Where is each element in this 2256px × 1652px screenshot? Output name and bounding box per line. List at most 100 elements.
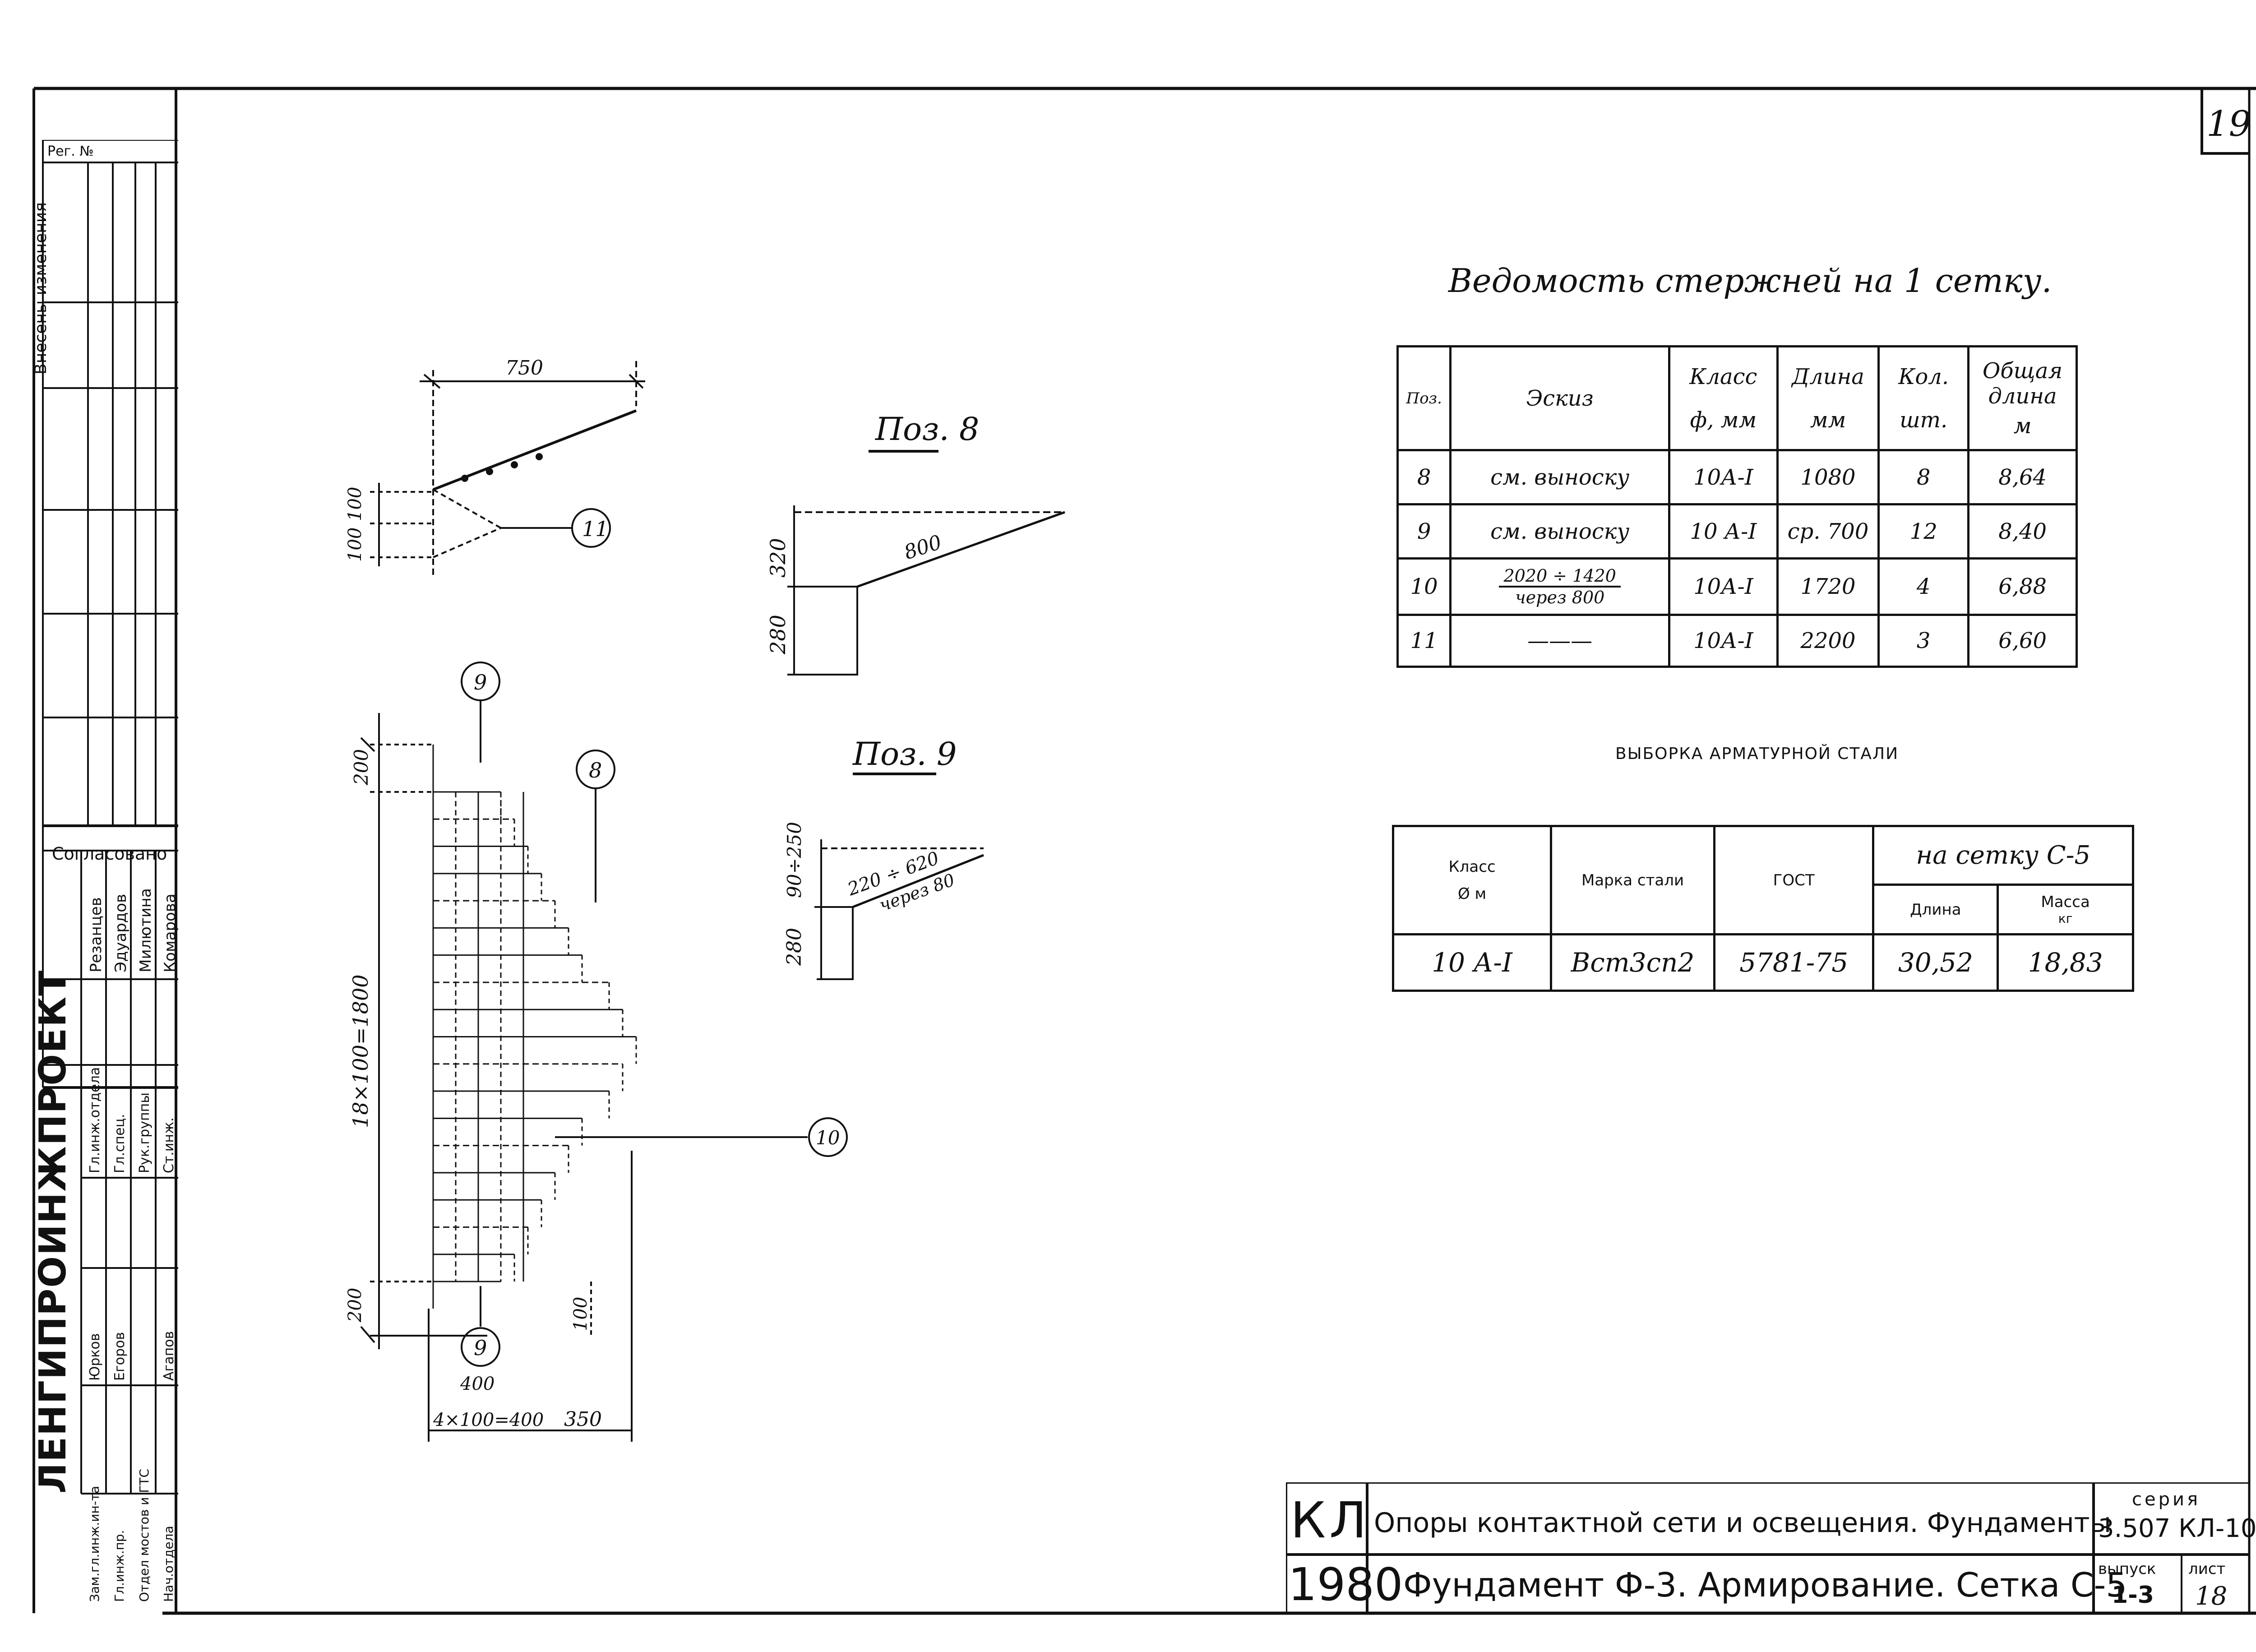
agreed-label: Согласовано: [52, 844, 167, 864]
callout-11-label: 11: [582, 517, 609, 541]
bars-schedule-table: Поз. Эскиз Класс ф, мм Длина мм Кол. шт.…: [1396, 345, 2078, 668]
ved-cell: ср. 700: [1776, 503, 1880, 560]
vyb-h-class: Класс Ø м: [1392, 825, 1553, 935]
mesh-dim-100: 100: [570, 1297, 591, 1331]
ved-h-total-3: м: [2013, 413, 2032, 439]
vyb-h-class-1: Класс: [1448, 857, 1496, 876]
stamp-list-label: лист: [2188, 1560, 2226, 1578]
stamp-year: 1980: [1288, 1558, 1403, 1611]
stamp-seria-label: серия: [2132, 1489, 2201, 1510]
reg-number-label: Рег. №: [47, 143, 94, 159]
stamp-grid: [1286, 1482, 2249, 1613]
ved-h-len-1: Длина: [1792, 364, 1864, 389]
ved-h-class-2: ф, мм: [1690, 407, 1757, 433]
ved-title: Ведомость стержней на 1 сетку.: [1448, 262, 2052, 300]
ved-h-total-1: Общая: [1983, 358, 2063, 384]
ved-h-total-2: длина: [1988, 383, 2057, 409]
vyb-h-len: Длина: [1872, 884, 1999, 935]
ved-cell: 9: [1396, 503, 1452, 560]
mesh-dim-350: 350: [564, 1408, 602, 1431]
callout-9-top-circle: [461, 662, 500, 701]
callout-10-label: 10: [816, 1127, 840, 1149]
sheet-number: 19: [2206, 104, 2251, 144]
vyb-h-gost: ГОСТ: [1713, 825, 1875, 935]
ved-h-len: Длина мм: [1776, 345, 1880, 451]
approval-sidebar: Рег. № Внесены изменения Согласовано Рез…: [32, 139, 179, 1613]
ved-cell: 6,88: [1967, 557, 2078, 616]
mesh-dim-200-top: 200: [350, 749, 372, 786]
ved-h-class-1: Класс: [1689, 364, 1757, 389]
ved-cell: 1720: [1776, 557, 1880, 616]
stamp-code: КЛ: [1290, 1491, 1370, 1549]
callout-8-label: 8: [589, 758, 602, 782]
poz8-dim-280: 280: [766, 615, 790, 655]
table-row: 11 ——— 10А-I 2200 3 6,60: [1396, 614, 2078, 668]
poz8-dim-800: 800: [901, 531, 945, 564]
vyb-cell: 30,52: [1872, 933, 1999, 992]
ved-cell: 6,60: [1967, 614, 2078, 668]
callout-10-circle: [808, 1117, 848, 1157]
table-row: 10 2020 ÷ 1420 через 800 10А-I 1720 4 6,…: [1396, 557, 2078, 616]
ved-h-kol: Кол. шт.: [1877, 345, 1970, 451]
mesh-dim-main: 18×100=1800: [348, 975, 373, 1129]
vyb-cell: 5781-75: [1713, 933, 1875, 992]
sidebar-grid: [42, 139, 178, 1495]
vyb-h-mass-1: Масса: [2041, 893, 2090, 911]
mesh-dim-400: 400: [460, 1374, 495, 1394]
ved-cell: 10: [1396, 557, 1452, 616]
ved-cell: см. выноску: [1449, 449, 1670, 505]
fraction-num: 2020 ÷ 1420: [1499, 566, 1621, 588]
ved-h-len-2: мм: [1810, 407, 1846, 433]
stamp-vypusk-label: выпуск: [2098, 1560, 2156, 1578]
stamp-line2: Фундамент Ф-3. Армирование. Сетка С-5: [1403, 1566, 2127, 1605]
poz9-title: Поз. 9: [852, 736, 957, 773]
ved-cell: 12: [1877, 503, 1970, 560]
mesh-dim-bottom: 4×100=400: [433, 1410, 544, 1430]
poz9-dim-280: 280: [783, 928, 806, 966]
ved-h-total: Общая длина м: [1967, 345, 2078, 451]
ved-cell: 8: [1396, 449, 1452, 505]
ved-cell: 8,64: [1967, 449, 2078, 505]
ved-cell: 8: [1877, 449, 1970, 505]
ved-cell: 1080: [1776, 449, 1880, 505]
ved-cell: 3: [1877, 614, 1970, 668]
dim-100-a: 100: [345, 487, 365, 521]
ved-cell: 11: [1396, 614, 1452, 668]
ved-h-eskiz: Эскиз: [1449, 345, 1670, 451]
ved-h-kol-1: Кол.: [1898, 364, 1949, 389]
ved-cell: 10А-I: [1668, 449, 1779, 505]
dim-750: 750: [505, 356, 543, 379]
poz8-title: Поз. 8: [874, 411, 979, 448]
callout-9-bottom-circle: [461, 1327, 500, 1367]
stamp-vypusk-value: 1-3: [2112, 1582, 2154, 1609]
vyb-h-class-2: Ø м: [1457, 884, 1487, 903]
poz8-dim-320: 320: [766, 538, 790, 578]
ved-cell: 4: [1877, 557, 1970, 616]
ved-cell: 8,40: [1967, 503, 2078, 560]
table-row: 8 см. выноску 10А-I 1080 8 8,64: [1396, 449, 2078, 505]
poz9-dim-90-250: 90÷250: [783, 822, 805, 898]
callout-8-circle: [576, 750, 615, 789]
mesh-dim-200-bottom: 200: [345, 1288, 365, 1323]
title-stamp: КЛ 1980 Опоры контактной сети и освещени…: [1286, 1482, 2256, 1613]
dim-100-b: 100: [345, 528, 365, 562]
vyb-title: ВЫБОРКА АРМАТУРНОЙ СТАЛИ: [1615, 745, 1899, 763]
ved-cell-fraction: 2020 ÷ 1420 через 800: [1449, 557, 1670, 616]
callout-9-top-label: 9: [474, 670, 487, 694]
vyb-h-mass-2: кг: [2058, 911, 2073, 926]
ved-h-class: Класс ф, мм: [1668, 345, 1779, 451]
vyb-h-marka: Марка стали: [1550, 825, 1715, 935]
vyb-cell: 10 А-I: [1392, 933, 1553, 992]
ved-h-poz: Поз.: [1396, 345, 1452, 451]
vyb-h-mass: Масса кг: [1997, 884, 2134, 935]
ved-cell: 2200: [1776, 614, 1880, 668]
ved-cell: 10 А-I: [1668, 503, 1779, 560]
vyb-cell: 18,83: [1997, 933, 2134, 992]
table-row: 9 см. выноску 10 А-I ср. 700 12 8,40: [1396, 503, 2078, 560]
ved-cell: 10А-I: [1668, 614, 1779, 668]
ved-cell: см. выноску: [1449, 503, 1670, 560]
table-row: 10 А-I Вст3сп2 5781-75 30,52 18,83: [1392, 933, 2134, 992]
fraction-den: через 800: [1515, 588, 1605, 607]
callout-9-bottom-label: 9: [474, 1336, 487, 1360]
